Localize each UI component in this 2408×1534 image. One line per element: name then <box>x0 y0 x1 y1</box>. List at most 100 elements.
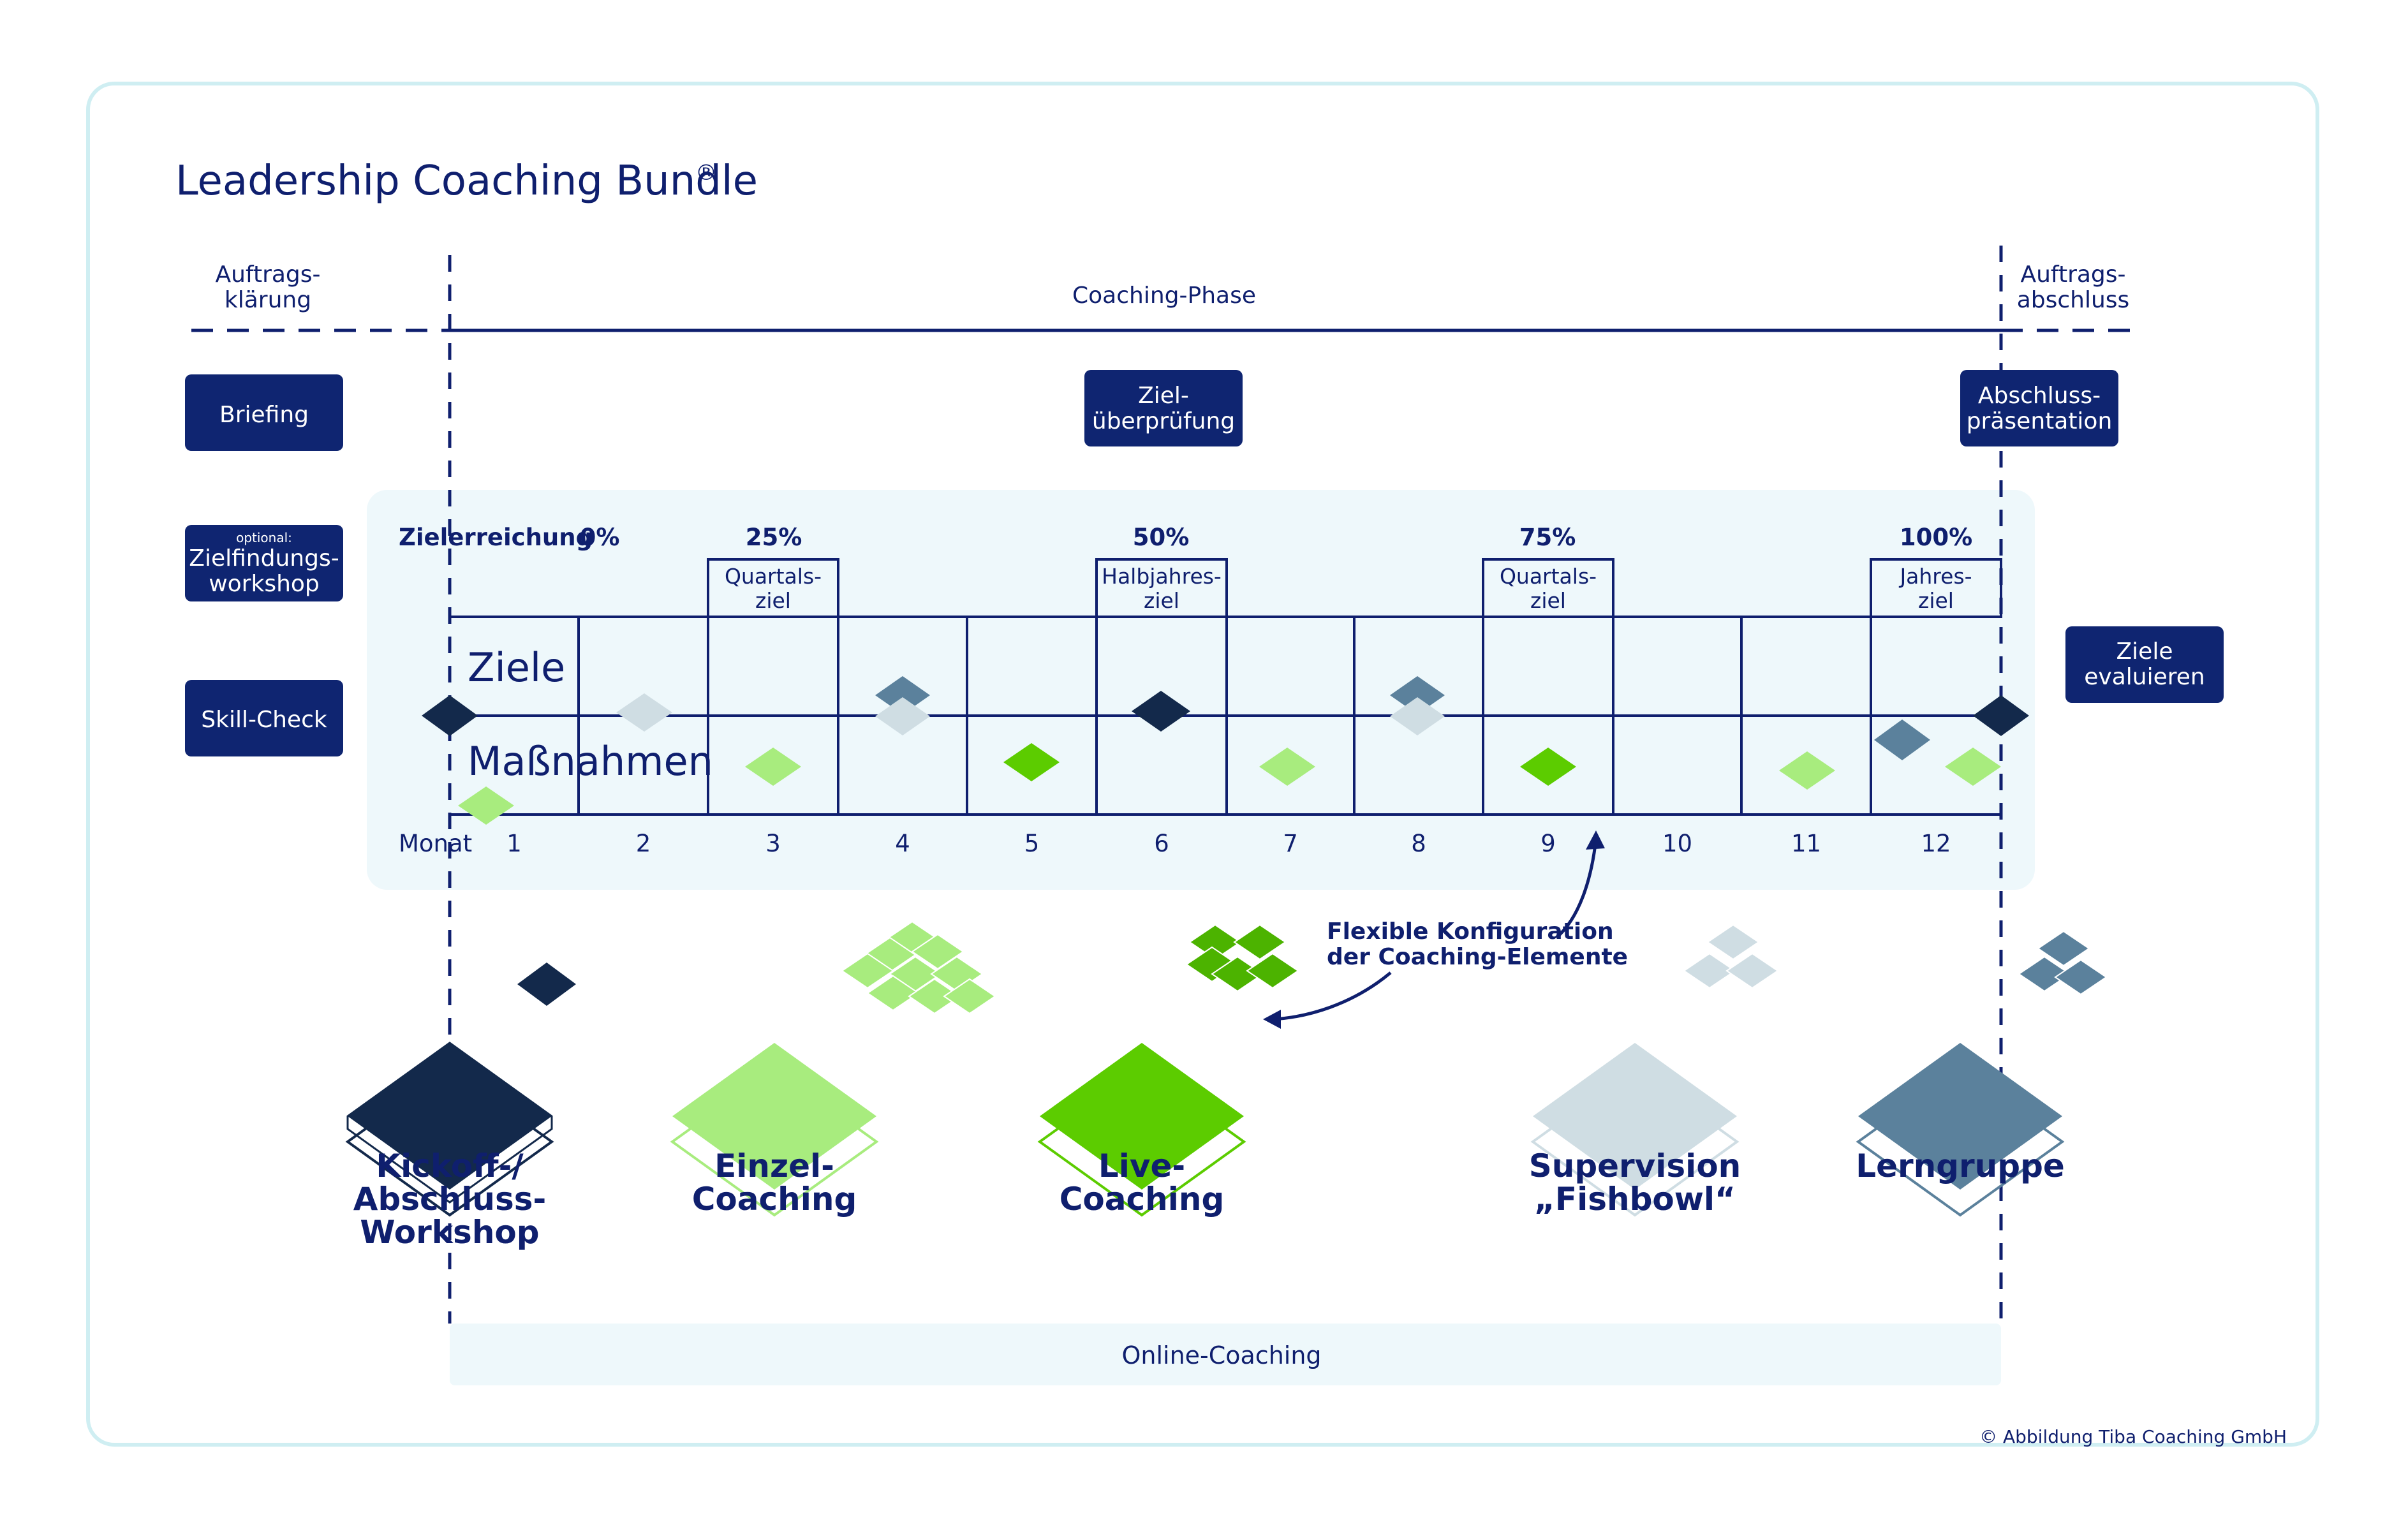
tile-einzel-coaching <box>670 1043 879 1217</box>
svg-text:Lerngruppe: Lerngruppe <box>1856 1147 2065 1184</box>
gem-month8-stack <box>1390 676 1445 735</box>
gem-end-goal <box>1973 695 2029 736</box>
svg-text:überprüfung: überprüfung <box>1092 408 1235 434</box>
month-label: 5 <box>1024 830 1040 857</box>
goal-box-quarter-3: Quartals- ziel <box>1482 558 1614 618</box>
goal-box-year: Jahres- ziel <box>1870 558 2002 618</box>
month-grid <box>450 616 2001 816</box>
copyright: © Abbildung Tiba Coaching GmbH <box>1979 1426 2287 1447</box>
phase-left-line1: Auftrags- <box>215 262 320 288</box>
annotation-arrow-left <box>1272 971 1392 1021</box>
month-axis-label: Monat <box>399 830 472 857</box>
annotation-line2: der Coaching-Elemente <box>1327 944 1628 970</box>
svg-text:Abschluss-: Abschluss- <box>1978 383 2101 409</box>
online-coaching-label: Online-Coaching <box>1121 1341 1321 1369</box>
label-live-coaching: Live- Coaching <box>1060 1147 1225 1218</box>
abschluss-praesentation-button: Abschluss- präsentation <box>1960 370 2118 446</box>
percent-50: 50% <box>1133 524 1190 551</box>
month-label: 11 <box>1791 830 1821 857</box>
gem-start-measure <box>458 786 514 825</box>
svg-text:workshop: workshop <box>209 571 320 597</box>
gem-start-goal <box>422 695 478 736</box>
month-label: 12 <box>1921 830 1951 857</box>
svg-text:ziel: ziel <box>1530 588 1566 613</box>
percent-25: 25% <box>746 524 802 551</box>
tile-lerngruppe <box>1856 1043 2065 1217</box>
svg-text:ziel: ziel <box>1918 588 1954 613</box>
ziele-evaluieren-button: Ziele evaluieren <box>2065 626 2224 703</box>
month-label: 3 <box>765 830 781 857</box>
svg-text:ziel: ziel <box>1144 588 1179 613</box>
svg-text:optional:: optional: <box>236 530 292 545</box>
percent-75: 75% <box>1519 524 1576 551</box>
annotation-arrow-up <box>1555 838 1598 939</box>
ziel-ueberpruefung-button: Ziel- überprüfung <box>1084 370 1243 446</box>
svg-text:Briefing: Briefing <box>219 402 309 428</box>
svg-text:Live-: Live- <box>1098 1147 1185 1184</box>
svg-text:Quartals-: Quartals- <box>725 564 822 589</box>
phase-left-line2: klärung <box>225 287 311 313</box>
month-label: 10 <box>1662 830 1692 857</box>
percent-100: 100% <box>1900 524 1972 551</box>
tile-supervision-fishbowl <box>1530 1043 1740 1217</box>
arrowhead-left-icon <box>1263 1010 1281 1029</box>
gem-cluster-einzel <box>841 920 996 1015</box>
gem-month7-einzel <box>1259 748 1315 786</box>
gem-month3-einzel <box>745 748 801 786</box>
page-title: Leadership Coaching Bundle <box>175 158 758 205</box>
skill-check-button: Skill-Check <box>185 680 343 756</box>
svg-text:Halbjahres-: Halbjahres- <box>1102 564 1222 589</box>
svg-text:Coaching: Coaching <box>692 1181 857 1218</box>
svg-text:Supervision: Supervision <box>1529 1147 1741 1184</box>
phase-right-line1: Auftrags- <box>2020 262 2125 288</box>
svg-text:Workshop: Workshop <box>360 1214 539 1251</box>
svg-text:Einzel-: Einzel- <box>714 1147 834 1184</box>
percent-0: 0% <box>580 524 620 551</box>
svg-text:evaluieren: evaluieren <box>2084 664 2205 690</box>
svg-text:„Fishbowl“: „Fishbowl“ <box>1534 1181 1736 1218</box>
label-lerngruppe: Lerngruppe <box>1856 1147 2065 1184</box>
svg-text:präsentation: präsentation <box>1967 408 2113 434</box>
gem-month6-workshop <box>1132 691 1190 732</box>
month-label: 8 <box>1411 830 1426 857</box>
row-label-goals: Ziele <box>468 644 565 691</box>
briefing-button: Briefing <box>185 374 343 451</box>
phase-center: Coaching-Phase <box>1072 283 1256 309</box>
row-label-measures: Maßnahmen <box>468 738 713 785</box>
month-label: 7 <box>1283 830 1298 857</box>
timeline-panel <box>367 490 2035 890</box>
tile-kickoff-workshop <box>345 1042 554 1217</box>
gem-month12-lerngruppe <box>1874 719 1930 760</box>
label-supervision-fishbowl: Supervision „Fishbowl“ <box>1529 1147 1741 1218</box>
svg-text:Skill-Check: Skill-Check <box>201 707 327 733</box>
svg-text:Kickoff-/: Kickoff-/ <box>376 1147 524 1184</box>
zielfindungs-workshop-button: optional: Zielfindungs- workshop <box>185 525 343 601</box>
gem-month5-live <box>1003 743 1060 781</box>
gem-month11-einzel <box>1779 751 1835 790</box>
month-label: 1 <box>506 830 522 857</box>
svg-text:Abschluss-: Abschluss- <box>353 1181 547 1218</box>
goal-box-quarter-1: Quartals- ziel <box>707 558 839 618</box>
tile-live-coaching <box>1037 1043 1246 1217</box>
svg-text:Quartals-: Quartals- <box>1500 564 1597 589</box>
phase-right-line2: abschluss <box>2017 287 2130 313</box>
month-label: 2 <box>636 830 651 857</box>
gem-month2-supervision <box>616 693 672 732</box>
annotation-line1: Flexible Konfiguration <box>1327 918 1614 945</box>
outer-frame <box>86 82 2319 1447</box>
svg-text:Ziel-: Ziel- <box>1138 383 1189 409</box>
gem-cluster-supervision <box>1683 924 1779 989</box>
svg-text:Ziele: Ziele <box>2116 638 2173 665</box>
svg-text:Zielfindungs-: Zielfindungs- <box>189 545 339 572</box>
month-label: 4 <box>895 830 910 857</box>
month-label: 9 <box>1540 830 1556 857</box>
month-label: 6 <box>1154 830 1169 857</box>
gem-cluster-live <box>1185 924 1299 992</box>
svg-text:ziel: ziel <box>755 588 791 613</box>
arrowhead-up-icon <box>1586 830 1605 850</box>
goal-box-half-year: Halbjahres- ziel <box>1095 558 1228 618</box>
svg-text:Jahres-: Jahres- <box>1898 564 1972 589</box>
label-kickoff-workshop: Kickoff-/ Abschluss- Workshop <box>353 1147 547 1251</box>
